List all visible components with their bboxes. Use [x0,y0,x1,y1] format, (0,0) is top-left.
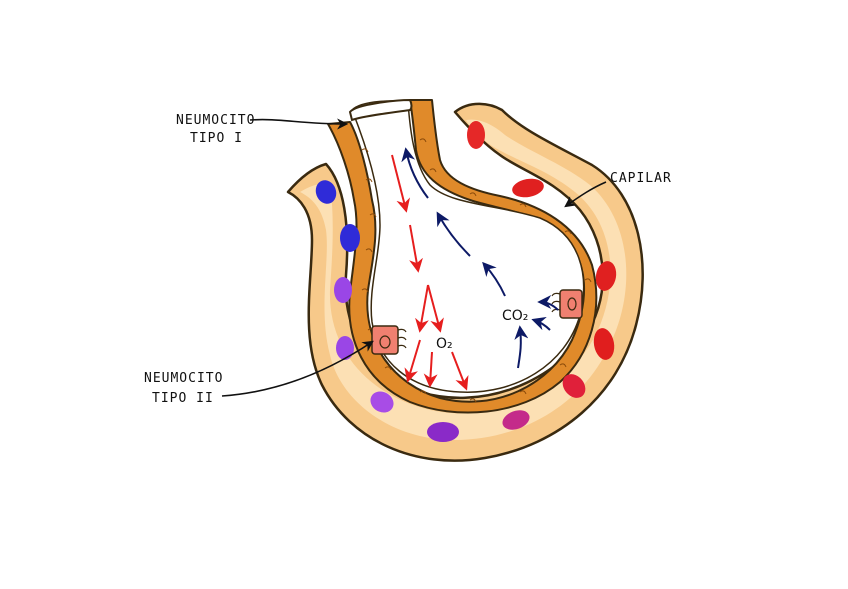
oxygen-arrows [391,154,469,391]
red-blood-cell [370,391,394,413]
bronchiole-opening [348,98,413,122]
red-blood-cell [595,261,617,291]
red-blood-cell [562,374,586,398]
red-blood-cells [315,121,617,442]
co2-label: CO₂ [502,308,528,324]
red-blood-cell [336,336,354,360]
red-blood-cell [334,277,352,303]
type2-label-line1: NEUMOCITO [144,371,223,386]
co2-arrows [401,147,559,369]
capillary-leader-line [564,181,607,208]
capillary-label: CAPILAR [610,171,672,186]
red-blood-cell [512,178,544,198]
red-blood-cell [427,422,459,442]
type2-leader-line [221,340,374,397]
type1-label-line2: TIPO I [190,131,243,146]
red-blood-cell [502,410,530,430]
type1-leader-line [249,118,349,130]
red-blood-cell [315,180,337,204]
type1-label-line1: NEUMOCITO [176,113,255,128]
red-blood-cell [467,121,485,149]
type2-pneumocyte-right [551,289,583,319]
red-blood-cell [593,328,615,360]
alveolus-airspace [351,100,585,393]
oxygen-label: O₂ [436,336,453,352]
red-blood-cell [340,224,360,252]
tissue-texture [361,138,592,403]
type2-label-line2: TIPO II [152,391,214,406]
type2-pneumocyte-left [371,325,407,355]
